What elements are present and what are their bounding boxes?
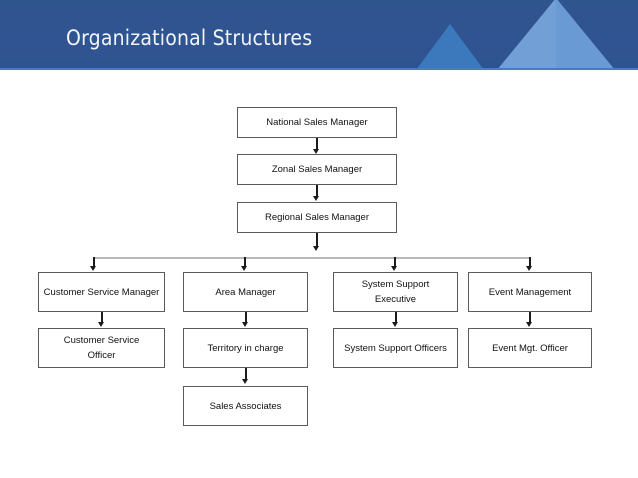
connector-bus-n4 — [93, 257, 95, 267]
arrow-n1-n2 — [313, 149, 319, 154]
node-sales-associates[interactable]: Sales Associates — [183, 386, 308, 426]
arrow-n5-n9 — [242, 322, 248, 327]
arrow-n2-n3 — [313, 196, 319, 201]
page-header: Organizational Structures — [0, 0, 638, 70]
node-zonal-sales-manager[interactable]: Zonal Sales Manager — [237, 154, 397, 185]
node-system-support-executive[interactable]: System Support Executive — [333, 272, 458, 312]
connector-n7-n11 — [529, 312, 531, 323]
decorative-triangle-large-shade — [497, 0, 556, 70]
arrow-n7-n11 — [526, 322, 532, 327]
arrow-n6-n10 — [392, 322, 398, 327]
node-label-line2: Executive — [374, 294, 417, 305]
connector-n2-n3 — [316, 185, 318, 197]
arrow-n3-bus — [313, 246, 319, 251]
arrow-bus-n4 — [90, 266, 96, 271]
node-national-sales-manager[interactable]: National Sales Manager — [237, 107, 397, 138]
node-label-line1: System Support — [361, 279, 430, 290]
connector-n4-n8 — [101, 312, 103, 323]
org-chart: National Sales Manager Zonal Sales Manag… — [0, 70, 638, 478]
node-customer-service-manager[interactable]: Customer Service Manager — [38, 272, 165, 312]
decorative-triangle-small — [416, 24, 484, 70]
node-territory-in-charge[interactable]: Territory in charge — [183, 328, 308, 368]
arrow-bus-n7 — [526, 266, 532, 271]
connector-bus-n5 — [244, 257, 246, 267]
arrow-bus-n5 — [241, 266, 247, 271]
page-title: Organizational Structures — [66, 26, 313, 50]
header-underline — [0, 68, 638, 70]
node-label-wrap: Customer Service Officer — [64, 333, 140, 363]
distribution-bus — [93, 257, 530, 259]
node-event-mgt-officer[interactable]: Event Mgt. Officer — [468, 328, 592, 368]
node-label-line1: Customer Service — [63, 335, 140, 346]
connector-bus-n7 — [529, 257, 531, 267]
decorative-triangle-large — [497, 0, 615, 70]
connector-n9-n12 — [245, 368, 247, 380]
arrow-n4-n8 — [98, 322, 104, 327]
node-area-manager[interactable]: Area Manager — [183, 272, 308, 312]
connector-n6-n10 — [395, 312, 397, 323]
arrow-n9-n12 — [242, 379, 248, 384]
node-customer-service-officer[interactable]: Customer Service Officer — [38, 328, 165, 368]
connector-n5-n9 — [245, 312, 247, 323]
node-system-support-officers[interactable]: System Support Officers — [333, 328, 458, 368]
node-label-line2: Officer — [87, 350, 116, 361]
connector-bus-n6 — [394, 257, 396, 267]
node-label-wrap: System Support Executive — [362, 277, 430, 307]
node-regional-sales-manager[interactable]: Regional Sales Manager — [237, 202, 397, 233]
connector-n3-bus — [316, 233, 318, 247]
node-event-management[interactable]: Event Management — [468, 272, 592, 312]
connector-n1-n2 — [316, 138, 318, 150]
arrow-bus-n6 — [391, 266, 397, 271]
